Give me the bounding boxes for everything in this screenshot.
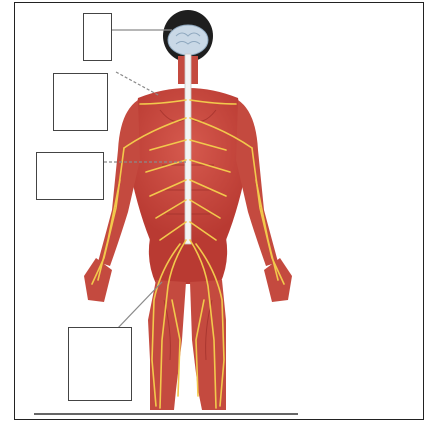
nerve-label-box[interactable] [53,73,108,131]
spinal-cord [185,54,191,244]
brain-label-box[interactable] [83,13,112,61]
spinal-cord-label-box[interactable] [36,152,104,200]
brain [168,25,208,55]
peripheral-nerve-label-box[interactable] [68,327,132,401]
